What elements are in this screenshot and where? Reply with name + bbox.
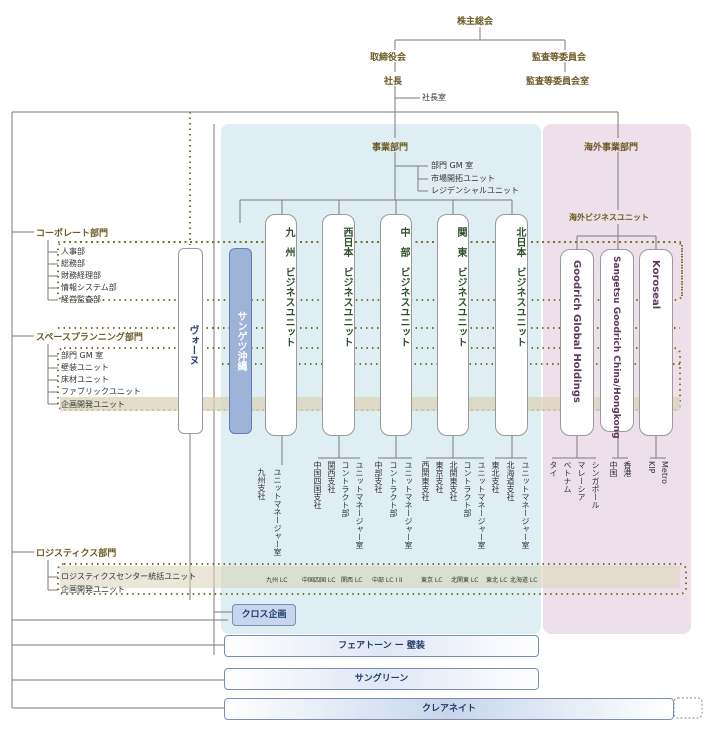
logistics-item-1: 企画開発ユニット [61, 585, 125, 594]
space-item-2: 床材ユニット [61, 375, 109, 384]
sangetsu-okinawa-box: サンゲツ沖縄 [229, 248, 252, 434]
branch-west-3: ユニットマネージャー室 [355, 461, 364, 549]
vona-box: ヴォーヌ [178, 248, 203, 434]
corporate-item-3: 情報システム部 [61, 283, 117, 292]
logistics-center-1: 中国四国 LC [302, 577, 336, 584]
branch-west-0: 中国四国支社 [313, 461, 322, 509]
branch-chubu-2: ユニットマネージャー室 [404, 461, 413, 549]
branch-chubu-1: コントラクト部 [389, 461, 398, 517]
branch-north-1: 北海道支社 [506, 461, 515, 501]
branch-ggh-3: シンガポール [591, 461, 600, 509]
logistics-shade-band [60, 566, 680, 588]
business-staff-0: 部門 GM 室 [431, 161, 474, 170]
logistics-center-5: 北関東 LC [451, 577, 479, 584]
business-staff-1: 市場開拓ユニット [431, 174, 495, 183]
corporate-item-1: 総務部 [61, 259, 85, 268]
corporate-item-4: 経営監査部 [61, 295, 101, 304]
space-item-0: 部門 GM 室 [61, 351, 104, 360]
business-staff-2: レジデンシャルユニット [431, 186, 519, 195]
logistics-item-0: ロジスティクスセンター統括ユニット [61, 572, 197, 581]
branch-koroseal-1: Metro [660, 461, 669, 484]
space-item-1: 壁装ユニット [61, 363, 109, 372]
corporate-item-2: 財務経理部 [61, 271, 101, 280]
logistics-center-2: 関西 LC [341, 577, 363, 584]
logistics-center-6: 東北 LC [486, 577, 508, 584]
cross-planning-bar: クロス企画 [232, 604, 296, 626]
branch-kanto-2: 北関東支社 [449, 461, 458, 501]
sangetsu-okinawa-label: サンゲツ沖縄 [235, 311, 246, 371]
company-goodrich-global: Goodrich Global Holdings [560, 249, 594, 436]
branch-ggh-1: ベトナム [563, 461, 572, 493]
unit-west-japan-label: 西日本 ビジネスユニット [341, 227, 352, 347]
space-item-4: 企画開発ユニット [61, 400, 125, 409]
branch-kyushu-1: ユニットマネージャー室 [273, 468, 282, 556]
space-item-3: ファブリックユニット [61, 387, 141, 396]
branch-west-1: 関西支社 [327, 461, 336, 493]
unit-kanto: 関 東 ビジネスユニット [437, 214, 469, 436]
unit-kyushu-label: 九 州 ビジネスユニット [283, 227, 294, 347]
branch-sgc-1: 香港 [623, 461, 632, 477]
branch-north-2: ユニットマネージャー室 [521, 461, 530, 549]
overseas-division-title: 海外事業部門 [584, 143, 639, 153]
unit-kanto-label: 関 東 ビジネスユニット [455, 227, 466, 347]
unit-chubu: 中 部 ビジネスユニット [380, 214, 412, 436]
unit-west-japan: 西日本 ビジネスユニット [322, 214, 355, 436]
branch-kanto-4: ユニットマネージャー室 [477, 461, 486, 549]
company-koroseal-label: Koroseal [650, 260, 661, 310]
president: 社長 [384, 77, 403, 87]
logistics-division-title: ロジスティクス部門 [34, 546, 119, 559]
unit-kyushu: 九 州 ビジネスユニット [265, 214, 297, 436]
branch-kanto-0: 西関東支社 [421, 461, 430, 501]
logistics-center-7: 北海道 LC [510, 577, 538, 584]
audit-committee: 監査等委員会 [532, 53, 587, 63]
vona-label: ヴォーヌ [187, 325, 198, 365]
logistics-center-0: 九州 LC [266, 577, 288, 584]
branch-koroseal-0: KIP [647, 461, 656, 474]
sungreen-bar: サングリーン [224, 668, 539, 690]
corporate-item-0: 人事部 [61, 247, 85, 256]
overseas-business-unit: 海外ビジネスユニット [569, 213, 649, 222]
fairtone-bar: フェアトーン ー 壁装 [224, 635, 539, 657]
shareholders-meeting: 株主総会 [457, 17, 494, 27]
unit-north-japan-label: 北日本 ビジネスユニット [514, 227, 525, 347]
clearnate-bar: クレアネイト [224, 698, 674, 720]
branch-north-0: 東北支社 [491, 461, 500, 493]
branch-ggh-2: マレーシア [577, 461, 586, 501]
company-koroseal: Koroseal [639, 249, 673, 436]
branch-kanto-3: コントラクト部 [463, 461, 472, 517]
logistics-center-4: 東京 LC [421, 577, 443, 584]
branch-chubu-0: 中部支社 [374, 461, 383, 493]
branch-sgc-0: 中国 [609, 461, 618, 477]
space-planning-division-title: スペースプランニング部門 [34, 330, 145, 343]
unit-north-japan: 北日本 ビジネスユニット [495, 214, 528, 436]
board-of-directors: 取締役会 [370, 53, 407, 63]
company-sangetsu-goodrich-china: Sangetsu Goodrich China/Hongkong [600, 249, 634, 439]
branch-kyushu-0: 九州支社 [257, 468, 266, 500]
audit-committee-office: 監査等委員会室 [526, 77, 590, 87]
unit-chubu-label: 中 部 ビジネスユニット [398, 227, 409, 347]
branch-ggh-0: タイ [549, 461, 558, 477]
company-goodrich-global-label: Goodrich Global Holdings [571, 260, 582, 403]
company-sangetsu-goodrich-china-label: Sangetsu Goodrich China/Hongkong [611, 256, 621, 439]
logistics-center-3: 中部 LC I II [372, 577, 403, 584]
branch-west-2: コントラクト部 [341, 461, 350, 517]
corporate-division-title: コーポレート部門 [34, 226, 111, 239]
branch-kanto-1: 東京支社 [435, 461, 444, 493]
president-office: 社長室 [422, 93, 446, 102]
business-division-title: 事業部門 [372, 143, 409, 153]
